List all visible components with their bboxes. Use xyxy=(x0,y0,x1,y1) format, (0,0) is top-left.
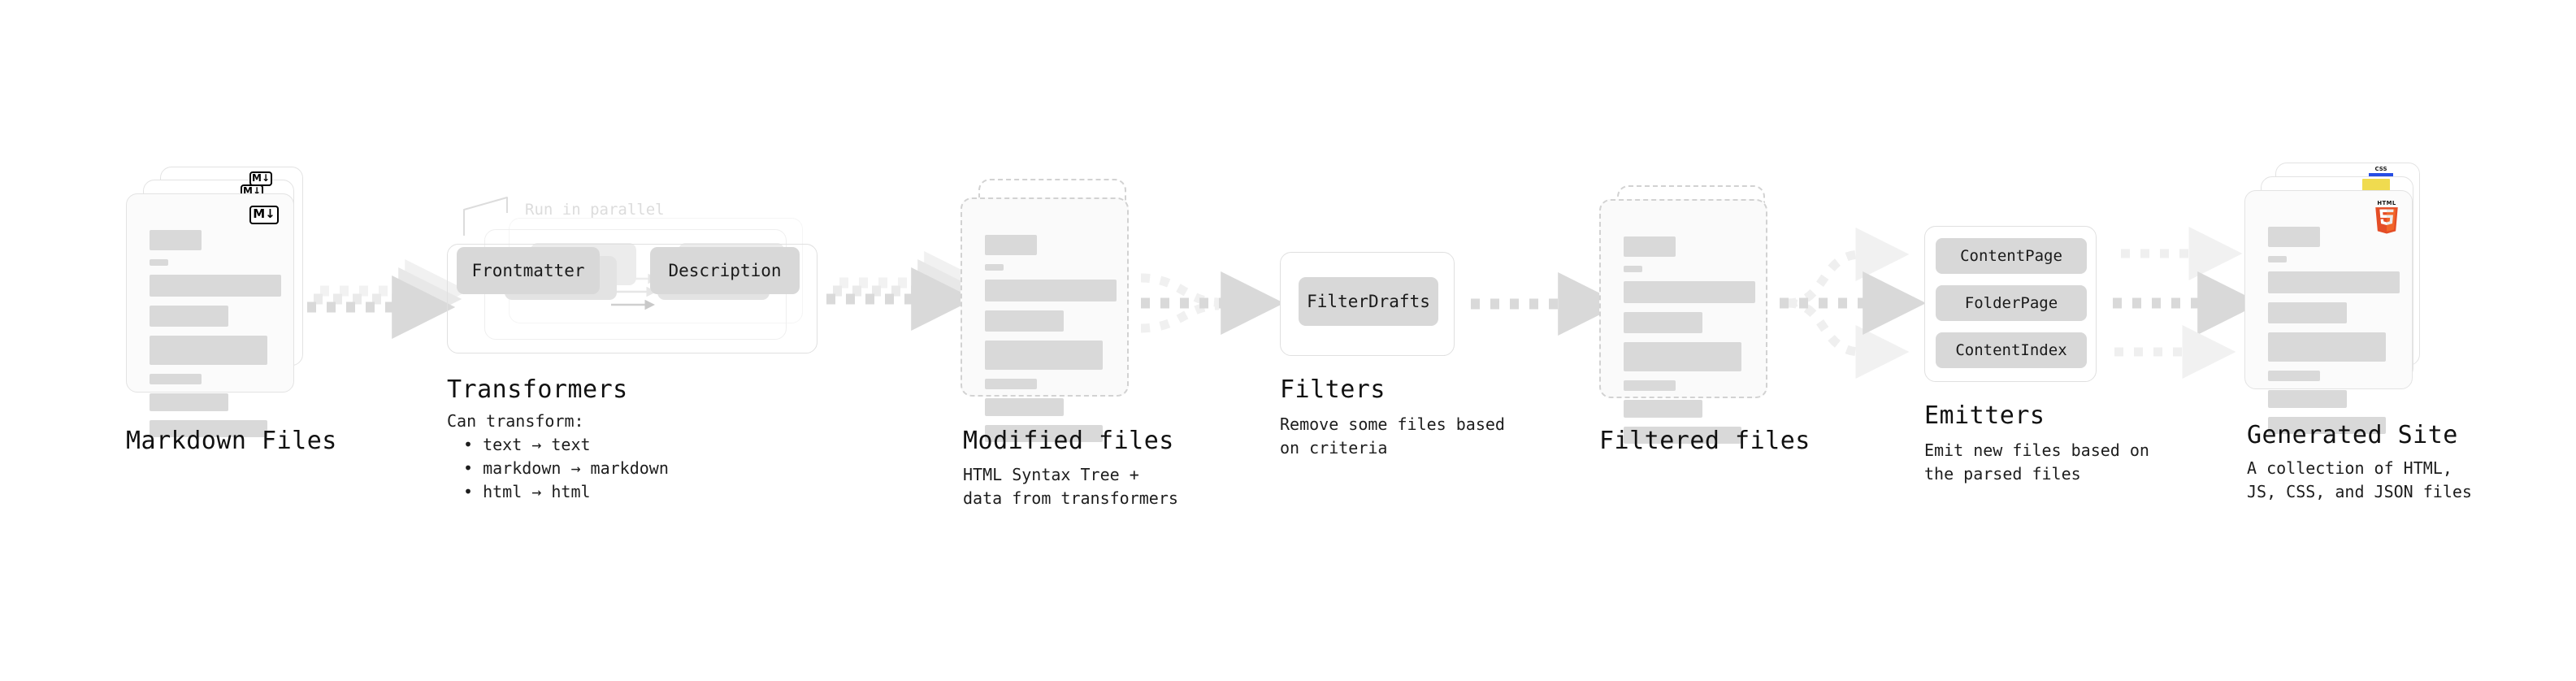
stage-desc-emitters: Emit new files based on the parsed files xyxy=(1924,440,2149,484)
markdown-card-placeholder-lines xyxy=(150,230,281,446)
filter-chip-filterdrafts[interactable]: FilterDrafts xyxy=(1299,277,1438,326)
connector-markdown-to-transformers xyxy=(307,259,469,339)
stage-title-markdown-files: Markdown Files xyxy=(126,427,337,455)
css-badge-icon: CSS xyxy=(2369,165,2393,176)
stage-title-generated-site: Generated Site xyxy=(2247,421,2458,449)
js-badge-icon xyxy=(2362,179,2390,193)
generated-card-placeholder-lines xyxy=(2268,227,2400,443)
filters-box: FilterDrafts xyxy=(1280,252,1455,356)
emitter-chip-contentindex[interactable]: ContentIndex xyxy=(1936,332,2087,368)
markdown-card-front: M↓ xyxy=(126,193,294,437)
stage-title-filtered-files: Filtered files xyxy=(1599,427,1811,455)
transformers-bullet-1: • markdown → markdown xyxy=(463,458,669,478)
svg-text:HTML: HTML xyxy=(2377,200,2396,206)
run-in-parallel-label: Run in parallel xyxy=(525,201,665,219)
connector-modified-to-filters xyxy=(1140,271,1285,335)
stage-desc-filters: Remove some files based on criteria xyxy=(1280,414,1505,458)
generated-card-front: HTML xyxy=(2244,190,2413,434)
stage-desc-transformers: Can transform: xyxy=(447,411,584,431)
stage-title-filters: Filters xyxy=(1280,375,1386,404)
transformer-box-front xyxy=(447,244,817,354)
emitter-chip-folderpage[interactable]: FolderPage xyxy=(1936,285,2087,321)
emitters-box: ContentPage FolderPage ContentIndex xyxy=(1924,226,2097,382)
connector-emitters-to-site xyxy=(2113,227,2262,379)
filtered-card-placeholder-lines xyxy=(1624,236,1755,453)
stage-title-emitters: Emitters xyxy=(1924,401,2045,430)
transformer-chip-description[interactable]: Description xyxy=(650,247,800,294)
html5-badge-icon: HTML xyxy=(2371,199,2402,235)
markdown-badge-icon: M↓ xyxy=(249,206,279,224)
css-badge-bar xyxy=(2369,173,2393,176)
filtered-card-front xyxy=(1599,199,1767,444)
stage-desc-generated-site: A collection of HTML, JS, CSS, and JSON … xyxy=(2247,458,2472,501)
stage-title-transformers: Transformers xyxy=(447,375,628,404)
transformers-bullet-2: • html → html xyxy=(463,482,591,501)
transformers-bullet-0: • text → text xyxy=(463,435,591,454)
stage-desc-modified-files: HTML Syntax Tree + data from transformer… xyxy=(963,465,1178,508)
modified-card-front xyxy=(961,197,1129,442)
emitter-chip-contentpage[interactable]: ContentPage xyxy=(1936,238,2087,274)
connector-filtered-to-emitters xyxy=(1780,228,1927,379)
transformer-chip-frontmatter[interactable]: Frontmatter xyxy=(457,247,600,294)
modified-card-placeholder-lines xyxy=(985,235,1117,451)
stage-title-modified-files: Modified files xyxy=(963,427,1174,455)
css-badge-label: CSS xyxy=(2374,166,2387,172)
transformers-group: Frontmatter Description xyxy=(447,218,845,356)
